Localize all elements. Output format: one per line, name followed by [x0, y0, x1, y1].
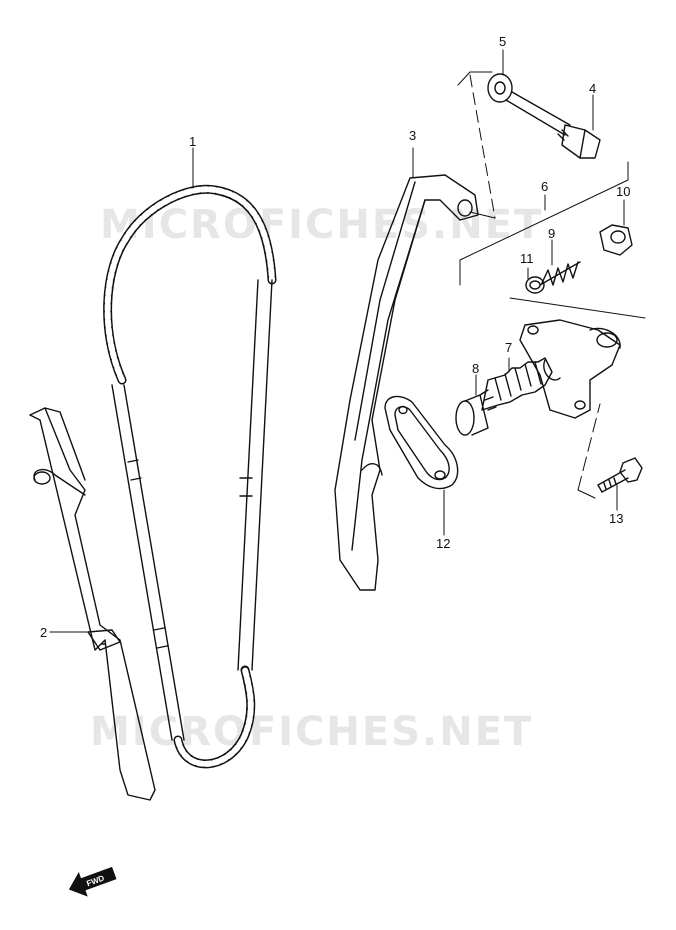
tensioner-spring [539, 261, 581, 286]
pivot-bolt [505, 91, 601, 159]
tensioner-pusher [455, 389, 497, 436]
o-ring [525, 276, 545, 294]
mounting-bolt [597, 457, 643, 493]
callout-9: 9 [548, 226, 555, 241]
chain-guide [29, 407, 156, 801]
cam-chain [103, 184, 277, 769]
tensioner-guide [334, 174, 479, 591]
callout-2: 2 [40, 625, 47, 640]
fwd-arrow-icon: FWD [68, 866, 117, 897]
callouts: 1 2 3 4 5 6 7 8 9 10 11 12 13 [40, 34, 630, 640]
callout-6: 6 [541, 179, 548, 194]
callout-13: 13 [609, 511, 623, 526]
watermark-top: MICROFICHES.NET [100, 202, 543, 248]
callout-8: 8 [472, 361, 479, 376]
callout-12: 12 [436, 536, 450, 551]
washer [487, 73, 513, 103]
lock-nut [599, 224, 633, 256]
watermark-bottom: MICROFICHES.NET [90, 709, 533, 755]
callout-11: 11 [520, 251, 534, 266]
gasket [384, 395, 459, 490]
callout-3: 3 [409, 128, 416, 143]
callout-7: 7 [505, 340, 512, 355]
tensioner-body [481, 319, 621, 419]
leader-lines [49, 49, 625, 633]
callout-10: 10 [616, 184, 630, 199]
callout-5: 5 [499, 34, 506, 49]
callout-4: 4 [589, 81, 596, 96]
callout-1: 1 [189, 134, 196, 149]
